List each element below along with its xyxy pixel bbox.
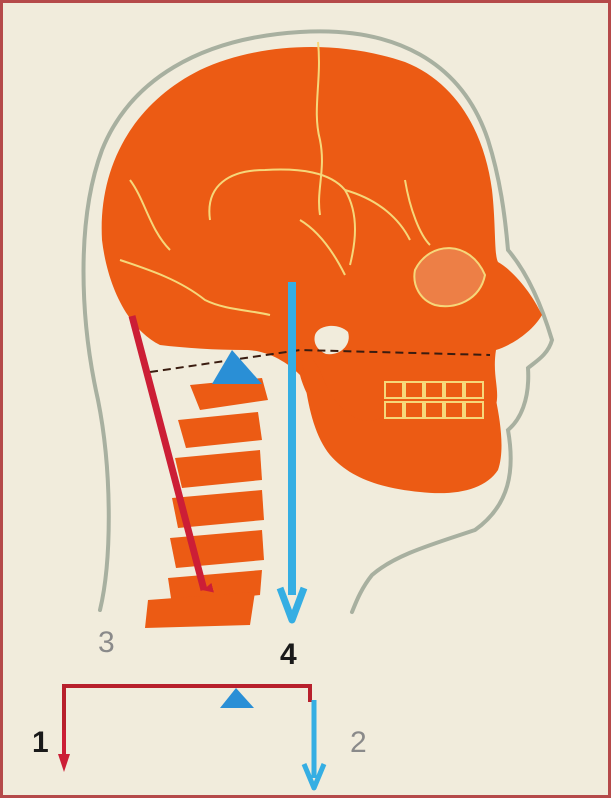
force-arrow-3 <box>132 316 204 590</box>
label-1: 1 <box>32 728 49 758</box>
pivot-top-icon <box>212 350 262 384</box>
label-4: 4 <box>280 640 297 670</box>
pivot-bottom-icon <box>220 688 254 708</box>
lever-bar <box>64 686 310 735</box>
label-3: 3 <box>98 628 115 658</box>
force-arrow-1-head <box>58 754 70 772</box>
label-2: 2 <box>350 728 367 758</box>
cervical-spine <box>145 378 268 628</box>
